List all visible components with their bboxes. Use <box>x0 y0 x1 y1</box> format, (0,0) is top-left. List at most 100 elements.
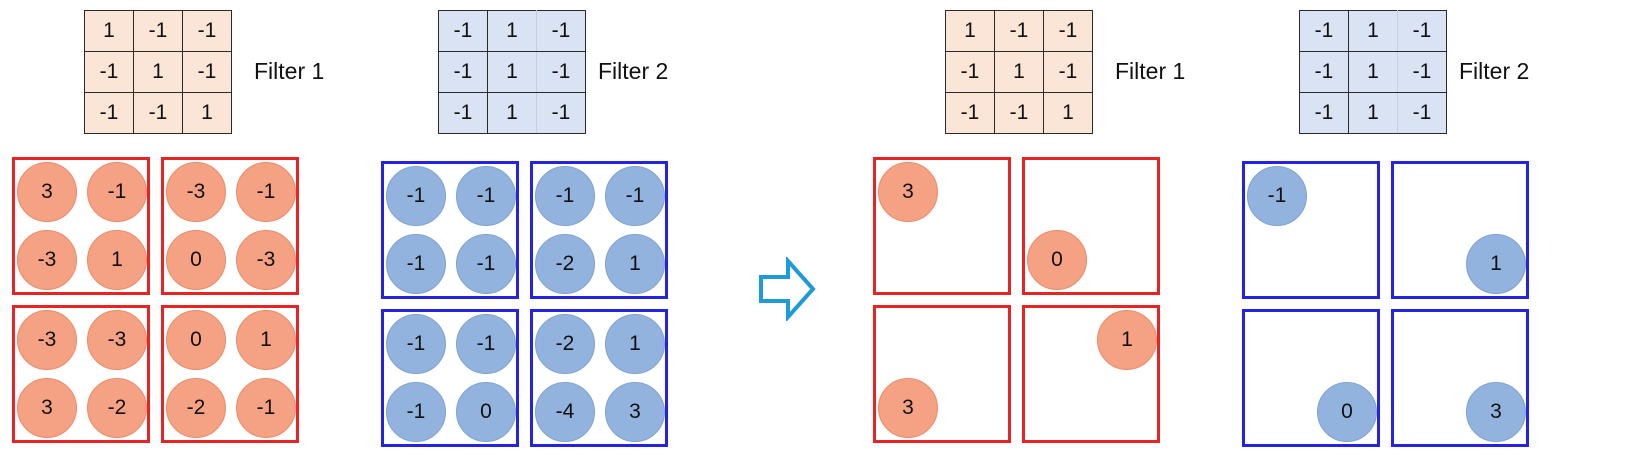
blue-pool-group: -1 -1 -1 0 <box>381 309 519 447</box>
blue-max-pool-cell: 0 <box>1242 309 1380 447</box>
matrix-cell: -1 <box>1043 10 1093 52</box>
red-max-pool-cell: 3 <box>873 157 1011 295</box>
matrix-cell: -1 <box>438 92 488 134</box>
max-value-circle: 0 <box>1317 382 1377 442</box>
hollow-right-arrow-icon <box>759 257 816 321</box>
matrix-cell: 1 <box>1043 92 1093 134</box>
feature-value-circle: -3 <box>236 230 296 290</box>
matrix-cell: -1 <box>133 10 183 52</box>
feature-value-circle: -3 <box>166 162 226 222</box>
red-max-pool-cell: 0 <box>1022 157 1160 295</box>
feature-value-circle: 1 <box>87 230 147 290</box>
matrix-cell: -1 <box>1299 92 1349 134</box>
matrix-cell: 1 <box>1348 92 1398 134</box>
red-max-pool-cell: 3 <box>873 305 1011 443</box>
matrix-cell: -1 <box>133 92 183 134</box>
max-value-circle: 1 <box>1466 234 1526 294</box>
filter2-label-right: Filter 2 <box>1459 58 1530 84</box>
filter1-matrix-right: 1 -1 -1 -1 1 -1 -1 -1 1 <box>945 10 1093 134</box>
feature-value-circle: -1 <box>386 382 446 442</box>
matrix-cell: 1 <box>487 10 537 52</box>
feature-value-circle: -1 <box>456 234 516 294</box>
red-pool-group: -3 -3 3 -2 <box>12 305 150 443</box>
matrix-cell: 1 <box>945 10 995 52</box>
feature-value-circle: 0 <box>456 382 516 442</box>
max-value-circle: 3 <box>1466 382 1526 442</box>
matrix-cell: 1 <box>487 92 537 134</box>
feature-value-circle: -2 <box>166 378 226 438</box>
matrix-cell: -1 <box>1397 92 1447 134</box>
max-value-circle: 3 <box>878 162 938 222</box>
filter1-matrix-left: 1 -1 -1 -1 1 -1 -1 -1 1 <box>84 10 232 134</box>
feature-value-circle: 3 <box>17 162 77 222</box>
matrix-cell: -1 <box>438 51 488 93</box>
matrix-cell: -1 <box>438 10 488 52</box>
matrix-cell: 1 <box>994 51 1044 93</box>
matrix-cell: 1 <box>182 92 232 134</box>
feature-value-circle: 0 <box>166 230 226 290</box>
feature-value-circle: 0 <box>166 310 226 370</box>
matrix-cell: -1 <box>945 92 995 134</box>
feature-value-circle: -4 <box>535 382 595 442</box>
blue-max-pool-cell: -1 <box>1242 161 1380 299</box>
blue-pool-group: -1 -1 -1 -1 <box>381 161 519 299</box>
matrix-cell: 1 <box>84 10 134 52</box>
red-pool-group: -3 -1 0 -3 <box>161 157 299 295</box>
matrix-cell: -1 <box>1043 51 1093 93</box>
feature-value-circle: -1 <box>535 166 595 226</box>
filter2-label-left: Filter 2 <box>598 58 669 84</box>
matrix-cell: 1 <box>1348 51 1398 93</box>
matrix-cell: -1 <box>1299 10 1349 52</box>
feature-value-circle: -1 <box>386 234 446 294</box>
feature-value-circle: 3 <box>605 382 665 442</box>
matrix-cell: -1 <box>84 51 134 93</box>
matrix-cell: -1 <box>945 51 995 93</box>
feature-value-circle: 3 <box>17 378 77 438</box>
max-value-circle: 1 <box>1097 310 1157 370</box>
matrix-cell: -1 <box>536 10 586 52</box>
feature-value-circle: 1 <box>236 310 296 370</box>
matrix-cell: -1 <box>84 92 134 134</box>
matrix-cell: -1 <box>182 51 232 93</box>
matrix-cell: -1 <box>1397 10 1447 52</box>
feature-value-circle: -1 <box>87 162 147 222</box>
feature-value-circle: 1 <box>605 234 665 294</box>
matrix-cell: -1 <box>536 92 586 134</box>
feature-value-circle: -3 <box>17 310 77 370</box>
feature-value-circle: 1 <box>605 314 665 374</box>
red-pool-group: 3 -1 -3 1 <box>12 157 150 295</box>
feature-value-circle: -1 <box>456 166 516 226</box>
matrix-cell: -1 <box>536 51 586 93</box>
max-value-circle: -1 <box>1247 166 1307 226</box>
blue-max-pool-cell: 3 <box>1391 309 1529 447</box>
matrix-cell: 1 <box>1348 10 1398 52</box>
filter2-matrix-left: -1 1 -1 -1 1 -1 -1 1 -1 <box>438 10 586 134</box>
matrix-cell: -1 <box>182 10 232 52</box>
matrix-cell: -1 <box>994 92 1044 134</box>
red-max-pool-cell: 1 <box>1022 305 1160 443</box>
feature-value-circle: -1 <box>236 162 296 222</box>
matrix-cell: 1 <box>133 51 183 93</box>
matrix-cell: 1 <box>487 51 537 93</box>
matrix-cell: -1 <box>994 10 1044 52</box>
feature-value-circle: -3 <box>87 310 147 370</box>
feature-value-circle: -1 <box>236 378 296 438</box>
feature-value-circle: -1 <box>386 166 446 226</box>
red-pool-group: 0 1 -2 -1 <box>161 305 299 443</box>
blue-max-pool-cell: 1 <box>1391 161 1529 299</box>
filter1-label-right: Filter 1 <box>1115 58 1186 84</box>
feature-value-circle: -2 <box>535 234 595 294</box>
feature-value-circle: -1 <box>386 314 446 374</box>
blue-pool-group: -2 1 -4 3 <box>530 309 668 447</box>
feature-value-circle: -2 <box>87 378 147 438</box>
feature-value-circle: -2 <box>535 314 595 374</box>
feature-value-circle: -1 <box>456 314 516 374</box>
max-value-circle: 0 <box>1027 230 1087 290</box>
max-value-circle: 3 <box>878 378 938 438</box>
matrix-cell: -1 <box>1397 51 1447 93</box>
feature-value-circle: -3 <box>17 230 77 290</box>
feature-value-circle: -1 <box>605 166 665 226</box>
filter2-matrix-right: -1 1 -1 -1 1 -1 -1 1 -1 <box>1299 10 1447 134</box>
filter1-label-left: Filter 1 <box>254 58 325 84</box>
blue-pool-group: -1 -1 -2 1 <box>530 161 668 299</box>
